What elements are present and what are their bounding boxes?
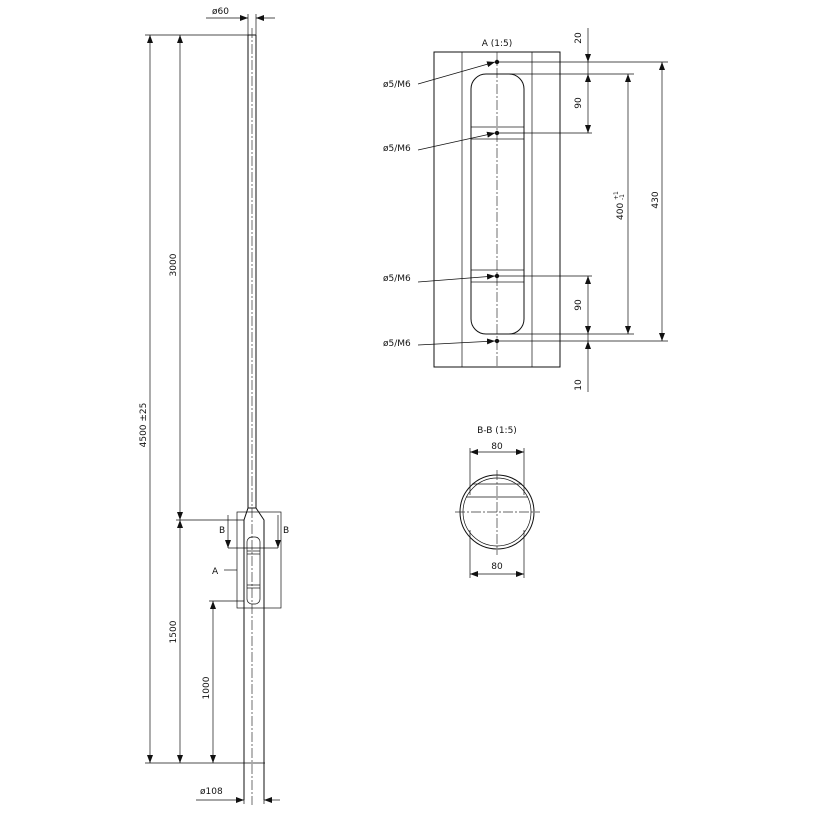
lower-length-label: 1500 bbox=[169, 620, 179, 643]
detail-a-slot bbox=[470, 73, 525, 335]
dim-upper: 90 bbox=[574, 97, 584, 109]
section-b-mark-right: B bbox=[283, 526, 289, 536]
detail-a-view: A (1:5) ø5/M6 ø5/M6 ø5/M6 ø5/M6 20 bbox=[383, 28, 668, 392]
pole-elevation: ø60 4500 ±25 3000 1500 1000 ø108 A bbox=[139, 7, 289, 805]
pole-outline bbox=[243, 34, 265, 800]
top-diameter-label: ø60 bbox=[212, 7, 229, 17]
detail-a-callout-box bbox=[236, 511, 282, 609]
dim-slot-tol-upper: +1 bbox=[613, 191, 620, 200]
section-width-top: 80 bbox=[491, 442, 503, 452]
dim-overall: 430 bbox=[651, 191, 661, 208]
hole-label-4: ø5/M6 bbox=[383, 339, 411, 349]
upper-length-label: 3000 bbox=[169, 253, 179, 276]
section-b-view: B-B (1:5) 80 80 bbox=[455, 426, 540, 578]
dim-slot-tol-lower: -1 bbox=[619, 194, 626, 200]
detail-a-title: A (1:5) bbox=[482, 39, 513, 49]
total-height-label: 4500 ±25 bbox=[139, 403, 149, 448]
section-width-bottom: 80 bbox=[491, 562, 503, 572]
hole-label-2: ø5/M6 bbox=[383, 144, 411, 154]
dim-bottom: 10 bbox=[574, 379, 584, 391]
section-b-title: B-B (1:5) bbox=[477, 426, 517, 436]
hole-label-3: ø5/M6 bbox=[383, 274, 411, 284]
dim-lower: 90 bbox=[574, 299, 584, 311]
hole-label-1: ø5/M6 bbox=[383, 80, 411, 90]
dim-slot: 400 bbox=[616, 203, 626, 220]
section-b-mark-left: B bbox=[219, 526, 225, 536]
bottom-diameter-label: ø108 bbox=[200, 787, 223, 797]
pole-slot bbox=[246, 536, 261, 605]
detail-a-mark: A bbox=[212, 567, 219, 577]
dim-top: 20 bbox=[574, 32, 584, 44]
detail-offset-label: 1000 bbox=[202, 676, 212, 699]
